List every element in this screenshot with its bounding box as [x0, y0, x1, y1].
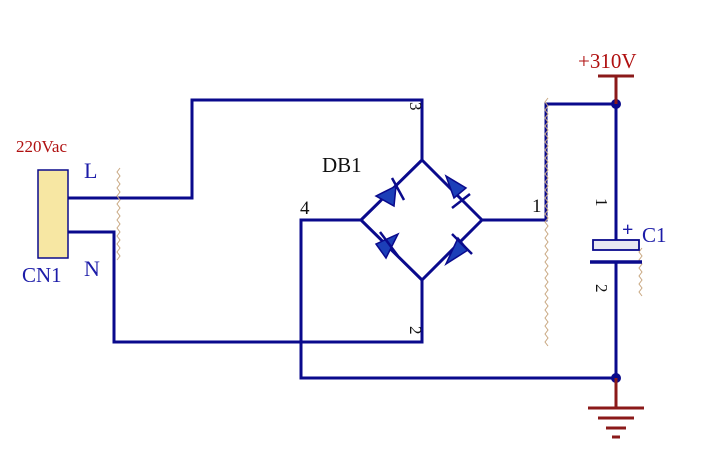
- bridge-diodes: [374, 174, 473, 267]
- wire-l-to-bridge-top: [66, 98, 424, 200]
- capacitor-plate-top: [592, 239, 640, 251]
- ground-symbol: [588, 378, 644, 439]
- hatch-left: [116, 167, 121, 261]
- diode-bottom-right-bar: [451, 233, 473, 255]
- net-hatch-marks: [116, 97, 643, 347]
- wire-bridge-left-to-ground: [299, 218, 618, 380]
- wire-n-to-bridge-bottom: [66, 230, 424, 344]
- capacitor-polarity-mark: +: [622, 219, 633, 241]
- diode-top-left: [374, 184, 397, 208]
- capacitor-pin-top: 1: [592, 198, 611, 207]
- connector-designator: CN1: [22, 263, 62, 287]
- power-rail-label: +310V: [578, 49, 637, 73]
- diode-top-left-bar: [390, 177, 406, 201]
- diode-top-right: [444, 174, 468, 200]
- connector-body: [37, 169, 69, 259]
- hatch-mid: [544, 97, 549, 347]
- wire-bridge-right-to-rail: [480, 102, 618, 222]
- wires: [66, 74, 618, 410]
- bridge-rectifier: [359, 158, 484, 282]
- diode-bottom-left-bar: [379, 231, 399, 257]
- bridge-pin-right: 1: [532, 196, 542, 217]
- connector-pin-n-label: N: [84, 256, 100, 281]
- connector-pin-l-label: L: [84, 158, 97, 183]
- hatch-cap: [638, 247, 643, 297]
- diode-top-right-bar: [451, 193, 471, 209]
- bridge-pin-top: 3: [406, 102, 425, 111]
- bridge-designator: DB1: [322, 153, 362, 177]
- bridge-outline: [359, 158, 484, 282]
- capacitor-designator: C1: [642, 223, 667, 247]
- bridge-pin-left: 4: [300, 198, 310, 219]
- bridge-pin-bottom: 2: [406, 326, 425, 335]
- connector-voltage-label: 220Vac: [16, 137, 67, 156]
- capacitor-pin-bottom: 2: [592, 284, 611, 293]
